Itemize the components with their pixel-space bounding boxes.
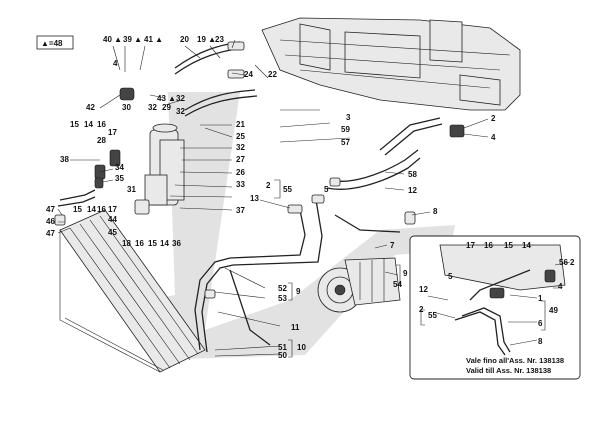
callout-57: 57 (341, 138, 350, 147)
callout-28: 28 (97, 136, 106, 145)
callout-16-b: 16 (97, 205, 106, 214)
callout-34: 34 (115, 163, 124, 172)
inset-note-line2: Valid till Ass. Nr. 138138 (466, 366, 551, 375)
inset-callout-55: 55 (428, 311, 437, 320)
refrigerant-pipes (57, 41, 443, 353)
callout-41: 41 ▲ (144, 35, 163, 44)
receiver-drier-assembly (144, 123, 185, 206)
callout-2-b: 2 (266, 181, 271, 190)
callout-45: 45 (108, 228, 117, 237)
callout-58: 58 (408, 170, 417, 179)
leader-lines (57, 39, 571, 358)
callout-53: 53 (278, 294, 287, 303)
callout-4: 4 (113, 59, 118, 68)
callout-14-b: 14 (87, 205, 96, 214)
callout-36: 36 (172, 239, 181, 248)
inset-callout-1: 1 (538, 294, 543, 303)
callout-14-c: 14 (160, 239, 169, 248)
callout-12-a: 12 (408, 186, 417, 195)
callout-51: 51 (278, 343, 287, 352)
callout-23: 23 (215, 35, 224, 44)
callout-32-b: 32 (148, 103, 157, 112)
reference-box (36, 35, 74, 50)
callout-32-a: 32 (176, 94, 185, 103)
callout-47-a: 47 (46, 205, 55, 214)
inset-callout-4: 4 (558, 282, 563, 291)
callout-32-c: 32 (176, 107, 185, 116)
callout-2-a: 2 (491, 114, 496, 123)
callout-29: 29 (162, 103, 171, 112)
compressor (317, 257, 401, 313)
callout-21: 21 (236, 120, 245, 129)
inset-callout-49: 49 (549, 306, 558, 315)
callout-19: 19 ▲ (197, 35, 216, 44)
inset-callout-5: 5 (448, 272, 453, 281)
callout-labels: 40 ▲ 39 ▲ 41 ▲ 20 19 ▲ 23 4 24 22 30 42 … (46, 35, 575, 375)
inset-callout-2: 2 (570, 258, 575, 267)
inset-detail (409, 235, 581, 380)
callout-39: 39 ▲ (123, 35, 142, 44)
hvac-unit (261, 17, 521, 111)
callout-16-a: 16 (97, 120, 106, 129)
callout-54: 54 (393, 280, 402, 289)
inset-callout-56: 56 (559, 258, 568, 267)
callout-9-b: 9 (296, 287, 301, 296)
callout-46: 46 (46, 217, 55, 226)
callout-25: 25 (236, 132, 245, 141)
callout-10: 10 (297, 343, 306, 352)
callout-22: 22 (268, 70, 277, 79)
callout-15-c: 15 (148, 239, 157, 248)
callout-13: 13 (250, 194, 259, 203)
callout-40: 40 ▲ (103, 35, 122, 44)
callout-17-b: 17 (108, 205, 117, 214)
callout-30: 30 (122, 103, 131, 112)
callout-38: 38 (60, 155, 69, 164)
watermark-shape (150, 92, 455, 360)
callout-18: 18 (122, 239, 131, 248)
reference-box-label: ▲=48 (41, 39, 63, 48)
inset-callout-14: 14 (522, 241, 531, 250)
callout-33: 33 (236, 180, 245, 189)
callout-47-b: 47 (46, 229, 55, 238)
callout-14-a: 14 (84, 120, 93, 129)
callout-31: 31 (127, 185, 136, 194)
inset-callout-2-b: 2 (419, 305, 424, 314)
callout-37: 37 (236, 206, 245, 215)
callout-43: 43 ▲ (157, 94, 176, 103)
callout-52: 52 (278, 284, 287, 293)
callout-24: 24 (244, 70, 253, 79)
callout-50: 50 (278, 351, 287, 360)
callout-7: 7 (390, 241, 395, 250)
callout-55-a: 55 (283, 185, 292, 194)
callout-11: 11 (291, 323, 300, 332)
callout-42: 42 (86, 103, 95, 112)
callout-17-a: 17 (108, 128, 117, 137)
inset-callout-8: 8 (538, 337, 543, 346)
callout-15-a: 15 (70, 120, 79, 129)
callout-35: 35 (115, 174, 124, 183)
inset-callout-16: 16 (484, 241, 493, 250)
callout-9-a: 9 (403, 269, 408, 278)
callout-59: 59 (341, 125, 350, 134)
inset-callout-17: 17 (466, 241, 475, 250)
callout-4-b: 4 (491, 133, 496, 142)
callout-15-b: 15 (73, 205, 82, 214)
inset-callout-15: 15 (504, 241, 513, 250)
callout-44: 44 (108, 215, 117, 224)
callout-16-c: 16 (135, 239, 144, 248)
callout-32-d: 32 (236, 143, 245, 152)
callout-3: 3 (346, 113, 351, 122)
inset-callout-6: 6 (538, 319, 543, 328)
inset-note-line1: Vale fino all'Ass. Nr. 138138 (466, 356, 564, 365)
callout-5: 5 (324, 185, 329, 194)
callout-8-a: 8 (433, 207, 438, 216)
inset-callout-12: 12 (419, 285, 428, 294)
callout-26: 26 (236, 168, 245, 177)
callout-20: 20 (180, 35, 189, 44)
condenser (59, 209, 206, 373)
callout-27: 27 (236, 155, 245, 164)
fittings (54, 41, 465, 299)
